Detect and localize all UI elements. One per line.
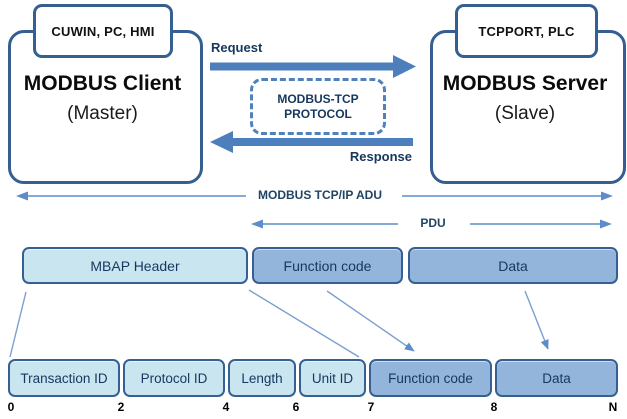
protocol-line1: MODBUS-TCP <box>277 91 359 106</box>
server-device-label: TCPPORT, PLC <box>478 23 575 39</box>
client-subtitle: (Master) <box>67 103 138 124</box>
adu-cell-function-code: Function code <box>252 247 403 284</box>
byte-offset-7: 7 <box>367 400 375 414</box>
field-cell-transaction-id: Transaction ID <box>8 359 120 397</box>
response-label: Response <box>349 149 412 164</box>
byte-offset-6: 6 <box>292 400 300 414</box>
byte-offset-2: 2 <box>117 400 125 414</box>
field-cell-data: Data <box>495 359 618 397</box>
pdu-span-label: PDU <box>414 216 452 230</box>
client-device-label: CUWIN, PC, HMI <box>51 23 155 39</box>
field-cell-protocol-id: Protocol ID <box>123 359 225 397</box>
field-cell-function-code: Function code <box>369 359 492 397</box>
adu-cell-data: Data <box>408 247 618 284</box>
connector-mbap-right <box>248 289 360 358</box>
adu-span-label: MODBUS TCP/IP ADU <box>251 188 389 202</box>
server-subtitle: (Slave) <box>494 103 556 124</box>
request-label: Request <box>211 40 263 55</box>
connector-data <box>524 290 549 350</box>
connector-function-code <box>326 290 415 352</box>
client-title: MODBUS Client <box>23 72 182 95</box>
server-title: MODBUS Server <box>442 72 608 95</box>
connector-mbap-left <box>9 291 27 358</box>
modbus-tcp-protocol-box: MODBUS-TCP PROTOCOL <box>250 78 386 135</box>
field-cell-length: Length <box>228 359 296 397</box>
protocol-line2: PROTOCOL <box>284 106 352 121</box>
byte-offset-4: 4 <box>222 400 230 414</box>
client-device-tag: CUWIN, PC, HMI <box>33 4 173 58</box>
field-cell-unit-id: Unit ID <box>299 359 366 397</box>
adu-cell-mbap-header: MBAP Header <box>22 247 248 284</box>
byte-offset-n: N <box>608 400 618 414</box>
request-arrow <box>210 55 416 78</box>
server-device-tag: TCPPORT, PLC <box>455 4 598 58</box>
byte-offset-0: 0 <box>7 400 15 414</box>
byte-offset-8: 8 <box>490 400 498 414</box>
